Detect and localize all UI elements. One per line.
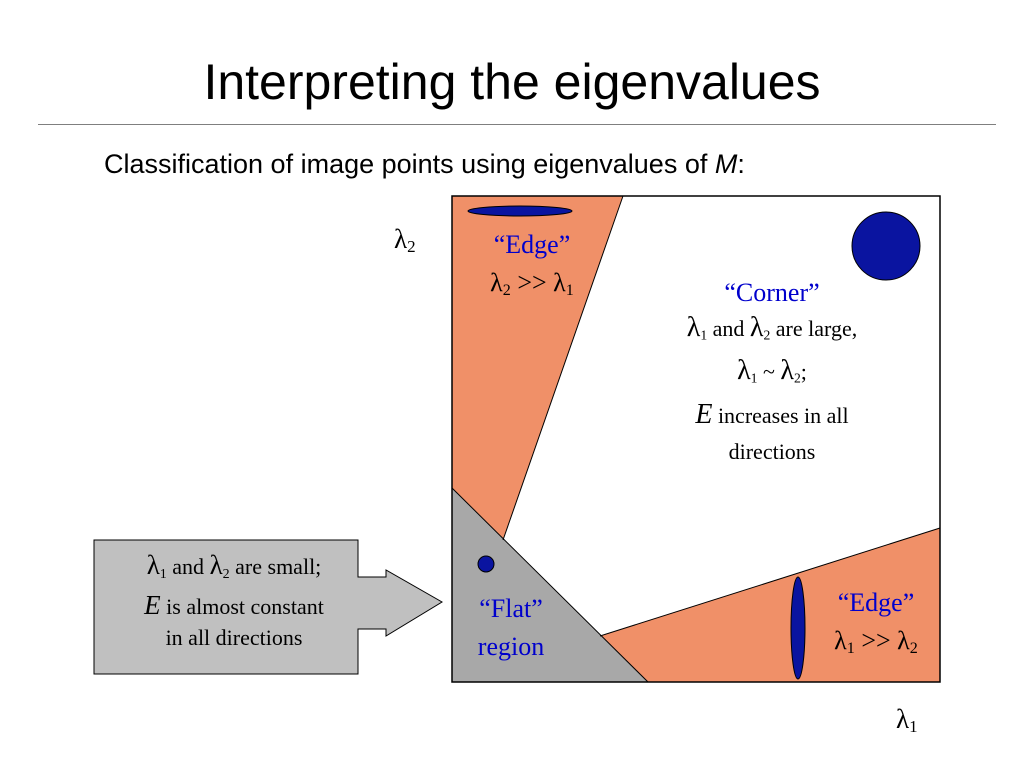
corner-l3-var: E (695, 398, 713, 430)
subtitle-text: Classification of image points using eig… (104, 149, 715, 179)
edge-horizontal-label: “Edge” λ1 >> λ2 (808, 584, 944, 668)
corner-l2-lambda-b: λ (780, 355, 794, 387)
corner-l1-sub-b: 2 (763, 327, 771, 343)
edge-boundary-line (502, 195, 624, 541)
x-axis-label: λ1 (896, 704, 918, 742)
callout-l2-var: E (144, 590, 161, 620)
callout-line1: λ1 and λ2 are small; (100, 550, 368, 590)
subtitle: Classification of image points using eig… (104, 146, 745, 182)
edge-boundary-line-2 (599, 527, 941, 637)
edge-v-lambda-a: λ (490, 268, 503, 297)
callout-l1-sub-a: 1 (159, 567, 167, 582)
y-axis-sub: 2 (407, 237, 416, 256)
edge-v-sub-b: 1 (565, 282, 574, 300)
corner-line2: λ1 ~ λ2; (634, 353, 910, 396)
callout-l1-lambda-b: λ (209, 550, 223, 580)
y-axis-lambda: λ (394, 224, 408, 254)
corner-line4: directions (728, 438, 816, 464)
x-axis-sub: 1 (909, 717, 918, 736)
callout-l1-sub-b: 2 (222, 567, 230, 582)
corner-name: “Corner” (724, 278, 820, 307)
edge-h-rel: >> (854, 626, 898, 655)
large-circle-glyph (851, 211, 921, 281)
x-axis-lambda: λ (896, 704, 910, 734)
callout-arrow-box (93, 539, 443, 675)
corner-l2-sub-b: 2 (793, 370, 801, 386)
corner-label: “Corner” λ1 and λ2 are large, λ1 ~ λ2; E… (634, 276, 910, 470)
flat-name-line2: region (477, 632, 545, 661)
edge-region-horizontal (600, 528, 940, 682)
corner-l1-lambda-b: λ (749, 312, 764, 343)
corner-line3: E increases in all (634, 397, 910, 434)
corner-l2-mid: ~ (757, 359, 781, 385)
plot-frame (451, 195, 941, 683)
page-title: Interpreting the eigenvalues (203, 54, 821, 110)
corner-l2-sub-a: 1 (750, 370, 758, 386)
horizontal-ellipse-glyph (467, 205, 573, 217)
edge-h-lambda-b: λ (897, 626, 910, 655)
callout-l1-lambda-a: λ (146, 550, 160, 580)
edge-v-lambda-b: λ (553, 268, 566, 297)
edge-vertical-name: “Edge” (493, 230, 571, 259)
flat-name-line1: “Flat” (479, 594, 543, 623)
edge-horizontal-relation: λ1 >> λ2 (808, 622, 944, 668)
edge-h-lambda-a: λ (834, 626, 847, 655)
corner-l3-tail: increases in all (712, 402, 849, 428)
subtitle-var: M (714, 149, 738, 179)
subtitle-suffix: : (737, 149, 745, 179)
corner-l2-lambda-a: λ (737, 355, 751, 387)
edge-horizontal-name: “Edge” (837, 588, 915, 617)
callout-line2: E is almost constant (100, 590, 368, 622)
callout-l1-tail: are small; (229, 554, 322, 579)
corner-l1-lambda-a: λ (686, 312, 701, 343)
title-divider (38, 124, 996, 125)
edge-v-rel: >> (510, 268, 554, 297)
edge-vertical-label: “Edge” λ2 >> λ1 (462, 226, 602, 310)
small-circle-glyph (477, 555, 495, 573)
corner-l1-sub-a: 1 (700, 327, 708, 343)
edge-h-sub-b: 2 (909, 640, 918, 658)
flat-boundary-line (451, 487, 649, 683)
corner-l1-tail: are large, (770, 316, 858, 341)
y-axis-label: λ2 (394, 224, 416, 262)
corner-line1: λ1 and λ2 are large, (634, 310, 910, 353)
vertical-ellipse-glyph (790, 576, 806, 680)
corner-l1-and: and (707, 316, 750, 341)
flat-callout-text: λ1 and λ2 are small; E is almost constan… (100, 550, 368, 653)
flat-region-label: “Flat” region (456, 590, 566, 666)
edge-vertical-relation: λ2 >> λ1 (462, 264, 602, 310)
callout-l1-and: and (166, 554, 210, 579)
callout-l2-tail: is almost constant (160, 594, 324, 619)
edge-h-sub-a: 1 (846, 640, 855, 658)
edge-region-vertical (452, 196, 623, 540)
callout-line3: in all directions (165, 625, 303, 650)
corner-l2-tail: ; (800, 359, 807, 385)
edge-v-sub-a: 2 (502, 282, 511, 300)
